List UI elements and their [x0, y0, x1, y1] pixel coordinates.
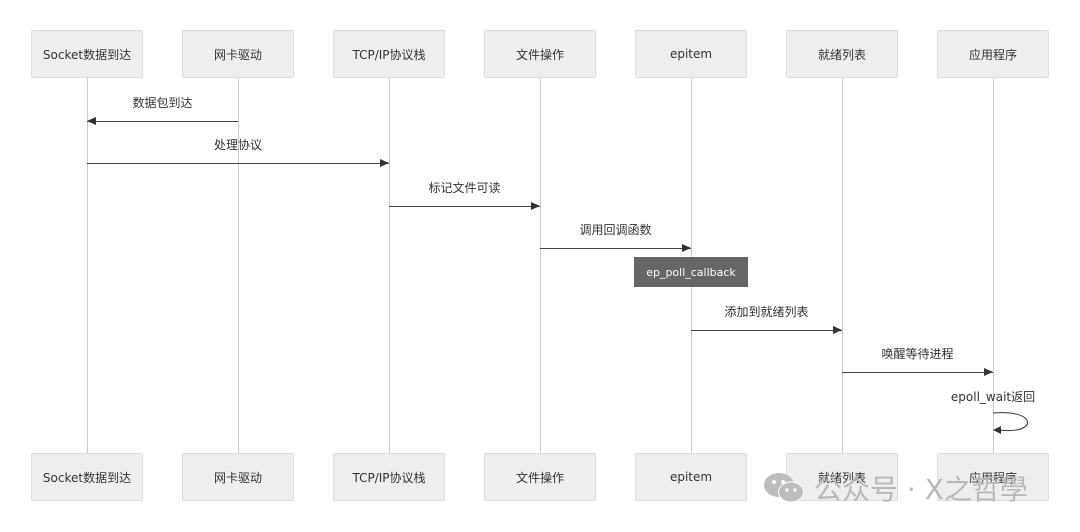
self-message-arrow — [993, 412, 1028, 434]
participant-box-bottom: Socket数据到达 — [31, 453, 143, 501]
participant-box-bottom: 网卡驱动 — [182, 453, 294, 501]
wechat-icon — [764, 473, 804, 503]
message-arrow — [87, 121, 238, 122]
watermark: 公众号 · X之哲學 — [762, 468, 1028, 508]
watermark-text: 公众号 · X之哲學 — [814, 473, 1028, 506]
participant-box-top: 网卡驱动 — [182, 30, 294, 78]
arrow-head — [531, 202, 540, 210]
self-message-curve — [993, 412, 1028, 432]
arrow-head — [682, 244, 691, 252]
message-label: 标记文件可读 — [428, 181, 501, 195]
participant-box-top: 文件操作 — [484, 30, 596, 78]
participant-box-bottom: epitem — [635, 453, 747, 501]
lifeline — [540, 78, 541, 453]
arrow-head — [984, 368, 993, 376]
lifeline — [238, 78, 239, 453]
note-box: ep_poll_callback — [634, 257, 748, 287]
participant-box-top: 就绪列表 — [786, 30, 898, 78]
message-label: 添加到就绪列表 — [724, 305, 809, 319]
message-arrow — [842, 372, 993, 373]
message-arrow — [389, 206, 540, 207]
participant-box-bottom: 应用程序 — [937, 453, 1049, 501]
participant-box-bottom: 就绪列表 — [786, 453, 898, 501]
participant-box-top: TCP/IP协议栈 — [333, 30, 445, 78]
lifeline — [842, 78, 843, 453]
self-message-label: epoll_wait返回 — [950, 390, 1036, 404]
arrow-head — [833, 326, 842, 334]
message-label: 数据包到达 — [132, 96, 193, 110]
message-label: 唤醒等待进程 — [881, 347, 954, 361]
lifeline — [389, 78, 390, 453]
lifeline — [87, 78, 88, 453]
message-arrow — [87, 163, 389, 164]
participant-box-bottom: TCP/IP协议栈 — [333, 453, 445, 501]
self-message-arrowhead — [993, 426, 1001, 434]
participant-box-top: epitem — [635, 30, 747, 78]
lifeline — [993, 78, 994, 453]
arrow-head — [87, 117, 96, 125]
arrow-head — [380, 159, 389, 167]
participant-box-bottom: 文件操作 — [484, 453, 596, 501]
participant-box-top: Socket数据到达 — [31, 30, 143, 78]
message-arrow — [691, 330, 842, 331]
participant-box-top: 应用程序 — [937, 30, 1049, 78]
message-arrow — [540, 248, 691, 249]
message-label: 处理协议 — [213, 138, 263, 152]
message-label: 调用回调函数 — [579, 223, 652, 237]
